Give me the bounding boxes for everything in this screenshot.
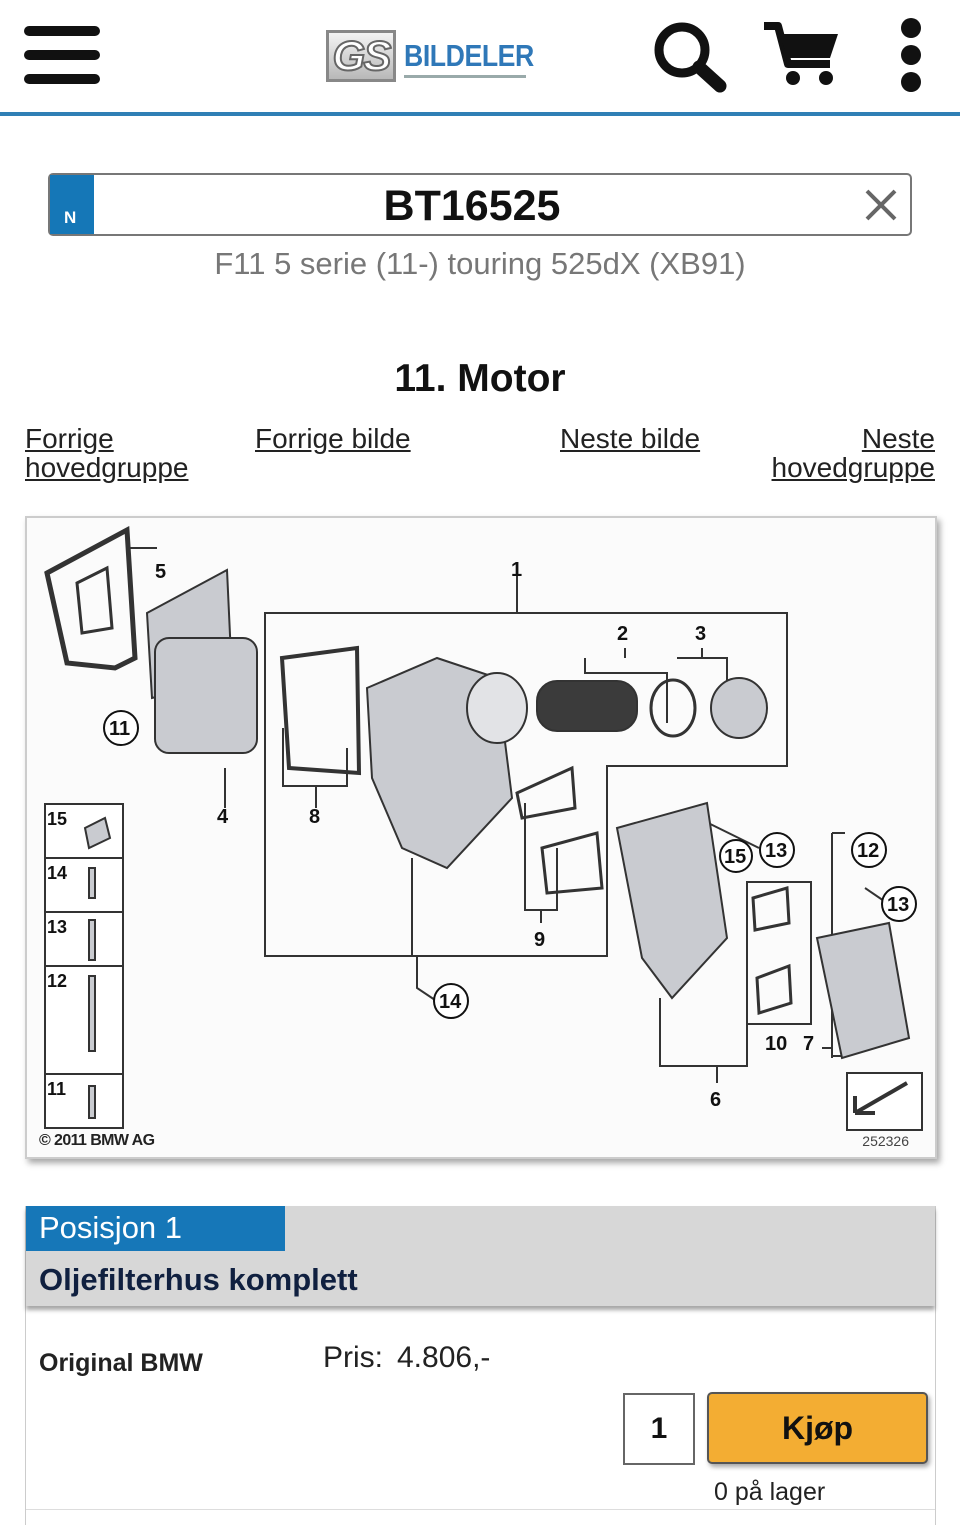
callout-7[interactable]: 7	[803, 1033, 814, 1055]
search-flag: N	[50, 175, 94, 234]
search-icon[interactable]	[652, 20, 728, 94]
stock-status: 0 på lager	[714, 1478, 826, 1506]
callout-8[interactable]: 8	[309, 806, 320, 828]
legend-13[interactable]: 13	[47, 917, 67, 937]
part-price: Pris: 4.806,-	[323, 1340, 504, 1376]
legend-11[interactable]: 11	[47, 1079, 66, 1099]
diagram-id: 252326	[862, 1133, 909, 1149]
part-brand: Original BMW	[39, 1349, 203, 1377]
callout-3[interactable]: 3	[695, 623, 706, 645]
site-header: GS BILDELER	[0, 0, 960, 116]
buy-button[interactable]: Kjøp	[707, 1392, 928, 1464]
quantity-input[interactable]: 1	[623, 1393, 695, 1465]
previous-image-link[interactable]: Forrige bilde	[255, 423, 411, 454]
callout-9[interactable]: 9	[534, 929, 545, 951]
callout-14[interactable]: 14	[439, 991, 462, 1013]
parts-diagram[interactable]: 1 2 3 4 5 6 7 8 9 10 11 12 13 13 14 15 1…	[25, 516, 937, 1159]
callout-15[interactable]: 15	[724, 846, 746, 868]
card-divider	[26, 1509, 935, 1510]
search-input[interactable]: BT16525	[383, 182, 561, 230]
part-name: Oljefilterhus komplett	[39, 1262, 358, 1297]
exploded-view-drawing: 1 2 3 4 5 6 7 8 9 10 11 12 13 13 14 15 1…	[44, 525, 923, 1131]
callout-12[interactable]: 12	[857, 840, 879, 862]
close-icon[interactable]	[864, 188, 898, 222]
callout-4[interactable]: 4	[217, 806, 229, 828]
callout-2[interactable]: 2	[617, 623, 628, 645]
callout-13[interactable]: 13	[765, 840, 787, 862]
logo-mark: GS	[326, 30, 396, 82]
next-image-link[interactable]: Neste bilde	[560, 423, 701, 454]
position-card: Posisjon 1 Oljefilterhus komplett Origin…	[25, 1206, 936, 1525]
hamburger-menu-icon[interactable]	[24, 26, 100, 84]
price-value: 4.806,-	[397, 1341, 491, 1374]
section-title: 11. Motor	[394, 357, 566, 400]
price-label: Pris:	[323, 1341, 383, 1374]
callout-10[interactable]: 10	[765, 1033, 787, 1055]
logo-text: BILDELER	[404, 38, 534, 73]
callout-6[interactable]: 6	[710, 1089, 721, 1111]
logo-underline	[404, 75, 526, 78]
legend-12[interactable]: 12	[47, 971, 67, 991]
cart-icon[interactable]	[762, 20, 840, 88]
position-tab: Posisjon 1	[26, 1206, 285, 1251]
vehicle-description: F11 5 serie (11-) touring 525dX (XB91)	[214, 246, 746, 281]
site-logo[interactable]: GS BILDELER	[326, 30, 534, 82]
part-number-search[interactable]: N BT16525	[48, 173, 912, 236]
diagram-copyright: © 2011 BMW AG	[39, 1132, 155, 1149]
callout-1[interactable]: 1	[511, 559, 522, 581]
callout-11[interactable]: 11	[109, 718, 130, 740]
callout-13-second[interactable]: 13	[887, 894, 909, 916]
callout-5[interactable]: 5	[155, 561, 166, 583]
position-card-header: Posisjon 1 Oljefilterhus komplett	[26, 1206, 935, 1306]
legend-14[interactable]: 14	[47, 863, 67, 883]
legend-15[interactable]: 15	[47, 809, 67, 829]
more-vertical-icon[interactable]	[896, 16, 926, 94]
